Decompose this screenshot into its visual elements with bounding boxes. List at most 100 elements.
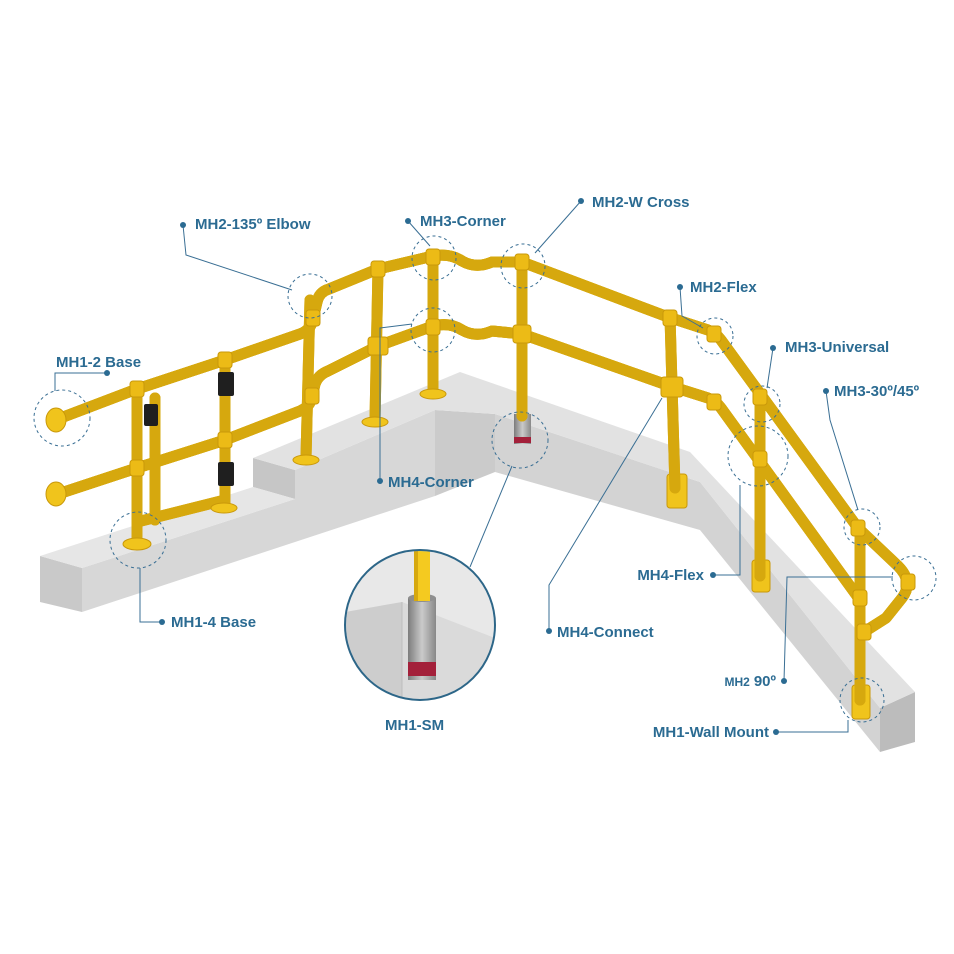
hinge-1 [144, 404, 158, 426]
slab-riser-face [253, 458, 295, 499]
cross-fitting [367, 336, 389, 356]
label-mh2-90-prefix: MH2 [724, 675, 750, 689]
post-bases [45, 388, 447, 551]
base-post-5 [361, 416, 389, 428]
inset-left-face [346, 602, 402, 699]
label-mh1-4-base: MH1-4 Base [171, 614, 256, 631]
leader-mh2-135-elbow [182, 224, 293, 291]
fitting [217, 431, 233, 449]
circle-mh2-135-elbow [287, 273, 333, 319]
inset-post-shade [414, 551, 418, 601]
circle-mh1-4-base [109, 511, 167, 569]
dot-mh3-corner [405, 218, 411, 224]
circle-mh2-90 [891, 555, 937, 601]
leader-mh3-corner [407, 220, 431, 247]
circle-mh4-flex [727, 425, 789, 487]
label-mh2-90-angle: 90º [754, 673, 777, 690]
corner-fitting [425, 248, 441, 266]
dot-mh4-flex [710, 572, 716, 578]
leader-mh2-90 [783, 576, 893, 682]
label-mh3-universal: MH3-Universal [785, 339, 889, 356]
leader-mh4-flex [713, 485, 741, 576]
dot-mh4-connect [546, 628, 552, 634]
flex-fitting [752, 450, 768, 468]
universal-fitting [752, 388, 768, 406]
leader-mh1-2-base [54, 372, 107, 391]
dot-mh4-corner [377, 478, 383, 484]
leader-mh2-w-cross [534, 200, 582, 254]
end-base-top [45, 407, 67, 433]
slab-front-face [82, 410, 435, 612]
leader-mh3-universal [766, 347, 774, 389]
label-mh3-corner: MH3-Corner [420, 213, 506, 230]
socket-sm [514, 414, 531, 444]
base-post-1 [122, 537, 152, 551]
slab-upper-top [253, 372, 915, 708]
circle-mh3-30-45 [843, 508, 881, 546]
circle-mh1-sm [491, 411, 549, 469]
latch-2 [218, 462, 234, 486]
circle-mh1-wall-mount [839, 677, 885, 723]
cross-fitting [514, 253, 530, 271]
circle-mh2-w-cross [500, 243, 546, 289]
circle-mh2-flex [696, 317, 734, 355]
label-mh2-90: MH2 90º [724, 673, 776, 690]
leader-mh1-4-base [139, 568, 162, 623]
label-mh4-flex: MH4-Flex [637, 567, 704, 584]
angle-fitting [850, 519, 866, 537]
dot-mh2-135-elbow [180, 222, 186, 228]
label-mh4-corner: MH4-Corner [388, 474, 474, 491]
leader-lines [54, 200, 893, 733]
fitting [662, 309, 678, 327]
leader-mh4-connect [548, 397, 663, 631]
base-post-3 [210, 502, 238, 514]
slab-left-end-face [40, 556, 82, 612]
label-mh3-30-45: MH3-30º/45º [834, 383, 920, 400]
dot-mh2-flex [677, 284, 683, 290]
inset-border [344, 549, 496, 701]
inset-detail [344, 549, 496, 701]
socket-ring [514, 437, 531, 443]
inset-content [346, 551, 494, 699]
socket-body [514, 414, 531, 444]
label-mh1-wall-mount: MH1-Wall Mount [653, 724, 769, 741]
circle-mh4-corner [410, 307, 456, 353]
label-mh1-sm: MH1-SM [385, 717, 444, 734]
dot-mh1-2-base [104, 370, 110, 376]
corner-fitting [425, 318, 441, 336]
leader-mh2-flex [679, 286, 704, 329]
latch-1 [218, 372, 234, 396]
circle-mh1-2-base [33, 389, 91, 447]
dot-mh2-w-cross [578, 198, 584, 204]
fitting [217, 351, 233, 369]
label-mh2-w-cross: MH2-W Cross [592, 194, 690, 211]
fitting [856, 623, 872, 641]
post-8-core [670, 317, 675, 488]
slab-notch-face [435, 410, 495, 496]
label-mh4-connect: MH4-Connect [557, 624, 654, 641]
ninety-fitting [900, 573, 916, 591]
flex-fitting [706, 393, 722, 411]
base-post-4 [292, 454, 320, 466]
leader-mh3-30-45 [825, 390, 859, 511]
dot-mh3-30-45 [823, 388, 829, 394]
base-post-6 [419, 388, 447, 400]
connect-fitting [660, 376, 684, 398]
elbow-fitting [304, 387, 320, 405]
label-mh2-135-elbow: MH2-135º Elbow [195, 216, 311, 233]
leader-mh1-sm [469, 465, 513, 568]
inset-socket-ring [408, 662, 436, 676]
dot-mh3-universal [770, 345, 776, 351]
end-base-bottom [45, 481, 67, 507]
cross-fitting [512, 324, 532, 344]
leader-mh4-corner [379, 323, 413, 481]
flex-fitting [706, 325, 722, 343]
label-mh2-flex: MH2-Flex [690, 279, 757, 296]
slab-right-end-face [880, 692, 915, 752]
gate-hinges [144, 372, 234, 486]
dot-mh1-4-base [159, 619, 165, 625]
highlight-circles [33, 235, 937, 723]
fitting [852, 589, 868, 607]
label-mh1-2-base: MH1-2 Base [56, 354, 141, 371]
